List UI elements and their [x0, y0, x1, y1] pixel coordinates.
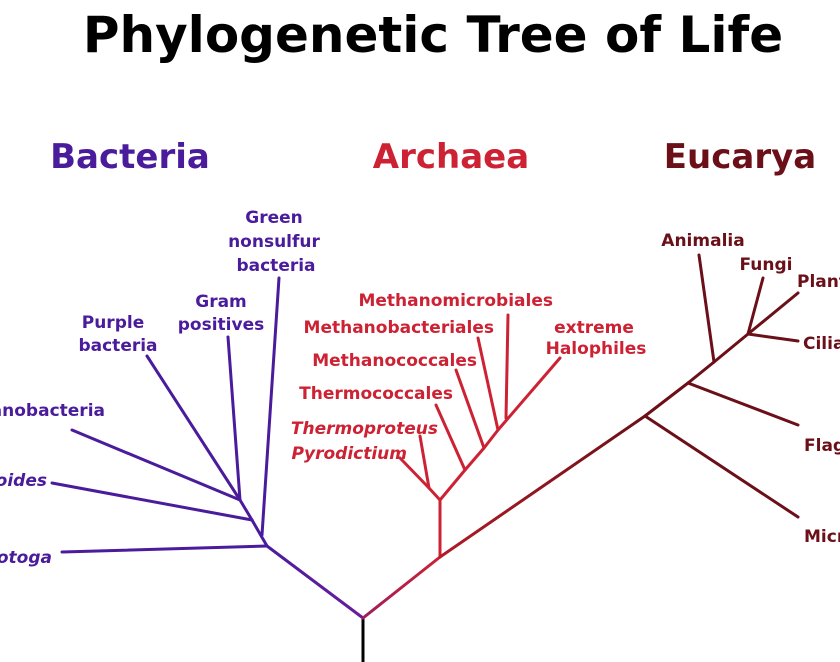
branch-bacteria-inner: [250, 518, 269, 548]
label-microsporidia: Microsporidia: [804, 527, 840, 547]
label-bacteroides: Bacteroides: [0, 471, 47, 491]
branch-methanobacteriales: [476, 336, 500, 432]
label-methanomicrobiales: Methanomicrobiales: [358, 291, 553, 311]
branch-plants: [746, 291, 800, 336]
label-gram-positives-2: positives: [178, 315, 264, 335]
label-thermoproteus: Thermoproteus: [291, 419, 438, 439]
label-methanobacteriales: Methanobacteriales: [304, 318, 494, 338]
branch-archaea-inner-left: [427, 486, 442, 502]
eucarya-branches: [438, 253, 800, 559]
branch-microsporidia: [643, 414, 800, 519]
branch-flagellates: [686, 381, 800, 427]
label-green-nonsulfur-2: nonsulfur: [228, 232, 320, 252]
branch-purple-bacteria: [145, 354, 242, 502]
label-plants: Plants: [797, 272, 840, 292]
label-purple-bacteria-2: bacteria: [78, 336, 157, 356]
branch-thermoproteus: [418, 434, 431, 490]
label-green-nonsulfur-1: Green: [245, 208, 303, 228]
branch-archaea-eucarya: [438, 414, 647, 559]
branch-green-nonsulfur: [260, 276, 281, 537]
branch-archaea-inner-3: [463, 446, 486, 472]
branch-archaea-inner-right: [438, 468, 467, 502]
eucarya-labels: Animalia Fungi Plants Ciliates Flagellat…: [661, 231, 840, 547]
branch-fungi: [746, 276, 765, 336]
branch-eucarya-inner: [686, 360, 716, 385]
branch-root-archaea: [361, 555, 442, 620]
domain-label-archaea: Archaea: [373, 137, 529, 177]
label-halophiles-1: extreme: [554, 318, 634, 338]
branch-thermococcales: [434, 403, 467, 472]
label-ciliates: Ciliates: [803, 334, 840, 354]
branch-animalia: [697, 253, 716, 364]
branch-bacteria-inner-2: [238, 498, 254, 522]
label-fungi: Fungi: [740, 255, 793, 275]
label-cyanobacteria: Cyanobacteria: [0, 401, 105, 421]
archaea-branches: [398, 313, 562, 559]
label-halophiles-2: Halophiles: [546, 339, 647, 359]
domain-label-bacteria: Bacteria: [50, 137, 210, 177]
branch-pyrodictium: [398, 456, 431, 490]
label-thermotoga: Thermotoga: [0, 548, 52, 568]
branch-archaea-inner-4: [482, 428, 500, 450]
branch-eucarya-crown: [712, 332, 750, 364]
label-flagellates: Flagellates: [804, 436, 840, 456]
branch-eucarya-stem: [643, 381, 690, 418]
root-branches: [265, 544, 442, 662]
archaea-labels: Methanomicrobiales Methanobacteriales Me…: [291, 291, 647, 464]
branch-halophiles: [496, 356, 562, 432]
branch-bacteroides: [50, 481, 254, 522]
branch-root-bacteria: [265, 544, 365, 620]
label-pyrodictium: Pyrodictium: [292, 444, 407, 464]
page-title: Phylogenetic Tree of Life: [83, 6, 783, 64]
label-methanococcales: Methanococcales: [312, 351, 477, 371]
domain-label-eucarya: Eucarya: [664, 137, 816, 177]
branch-ciliates: [746, 332, 800, 343]
bacteria-labels: Green nonsulfur bacteria Gram positives …: [0, 208, 321, 568]
label-animalia: Animalia: [661, 231, 744, 251]
label-green-nonsulfur-3: bacteria: [236, 256, 315, 276]
branch-methanomicrobiales: [504, 313, 510, 420]
branch-thermotoga: [60, 544, 269, 554]
branch-cyanobacteria: [70, 428, 242, 502]
branch-methanococcales: [454, 368, 486, 450]
branch-gram-positives: [226, 335, 242, 502]
bacteria-branches: [50, 276, 281, 554]
label-thermococcales: Thermococcales: [299, 384, 453, 404]
label-purple-bacteria-1: Purple: [82, 313, 144, 333]
label-gram-positives-1: Gram: [195, 292, 247, 312]
